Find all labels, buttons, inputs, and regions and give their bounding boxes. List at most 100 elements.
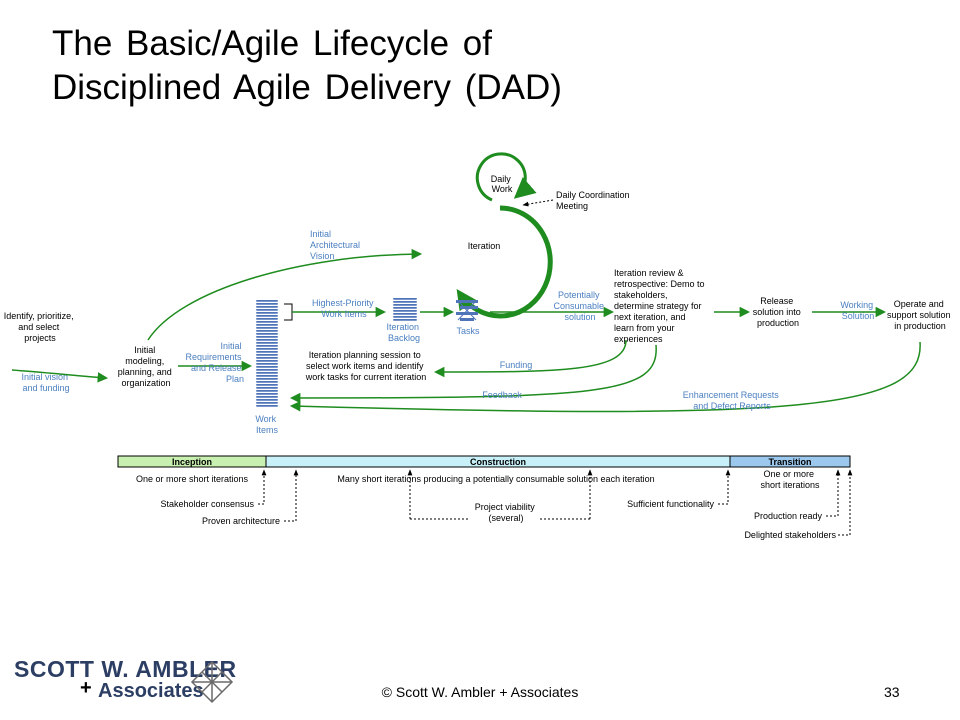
funding-arrow bbox=[433, 339, 627, 378]
phase-bar: Inception Construction Transition bbox=[117, 455, 851, 468]
work-item-bar bbox=[256, 318, 278, 320]
backlog-item-bar bbox=[393, 316, 417, 318]
backlog-item-bar bbox=[393, 313, 417, 315]
iteration-backlog-stack bbox=[393, 298, 417, 321]
delighted-stakeholders-line bbox=[838, 469, 853, 536]
work-item-bar bbox=[256, 381, 278, 383]
vision-funding-arrow bbox=[11, 369, 109, 383]
work-item-bar bbox=[256, 330, 278, 332]
work-item-bar bbox=[256, 405, 278, 407]
release-solution-label: Release solution into production bbox=[753, 296, 804, 328]
work-item-bar bbox=[256, 366, 278, 368]
initial-requirements-label: Initial Requirements and Release Plan bbox=[185, 341, 244, 384]
work-item-bar bbox=[256, 312, 278, 314]
work-item-bar bbox=[256, 321, 278, 323]
work-item-bar bbox=[256, 342, 278, 344]
sufficient-functionality-line bbox=[718, 469, 731, 505]
initial-architectural-vision-label: Initial Architectural Vision bbox=[310, 229, 363, 261]
daily-coordination-arrow bbox=[522, 199, 554, 207]
identify-projects-label: Identify, prioritize, and select project… bbox=[4, 311, 76, 343]
work-item-bar bbox=[256, 351, 278, 353]
work-item-bar bbox=[256, 303, 278, 305]
construction-iterations-label: Many short iterations producing a potent… bbox=[337, 474, 654, 484]
work-item-bar bbox=[256, 387, 278, 389]
potentially-consumable-label: Potentially Consumable solution bbox=[553, 290, 606, 322]
daily-work-loop bbox=[475, 152, 537, 202]
stakeholder-consensus-label: Stakeholder consensus bbox=[160, 499, 254, 509]
work-item-bar bbox=[256, 399, 278, 401]
work-item-bar bbox=[256, 402, 278, 404]
planning-session-label: Iteration planning session to select wor… bbox=[305, 350, 427, 382]
backlog-item-bar bbox=[393, 304, 417, 306]
feedback-arrow bbox=[289, 344, 657, 404]
iteration-loop bbox=[456, 205, 553, 319]
production-ready-line bbox=[826, 469, 841, 517]
transition-label: Transition bbox=[768, 457, 811, 467]
work-item-bar bbox=[256, 339, 278, 341]
work-item-bar bbox=[256, 390, 278, 392]
scott-ambler-logo: SCOTT W. AMBLER + Associates bbox=[14, 656, 237, 708]
backlog-item-bar bbox=[393, 310, 417, 312]
production-ready-label: Production ready bbox=[754, 511, 823, 521]
work-item-bar bbox=[256, 357, 278, 359]
project-viability-label: Project viability (several) bbox=[475, 502, 538, 523]
work-item-bar bbox=[256, 372, 278, 374]
logo-plus: + bbox=[80, 677, 92, 699]
logo-line-2: Associates bbox=[98, 680, 204, 702]
initial-vision-funding-label: Initial vision and funding bbox=[21, 372, 70, 393]
proven-architecture-label: Proven architecture bbox=[202, 516, 280, 526]
work-item-bar bbox=[256, 369, 278, 371]
work-item-bar bbox=[256, 306, 278, 308]
daily-work-label: Daily Work bbox=[491, 174, 514, 194]
feedback-label: Feedback bbox=[482, 390, 522, 400]
working-solution-label: Working Solution bbox=[840, 300, 875, 321]
transition-phase bbox=[729, 455, 851, 468]
work-item-bar bbox=[256, 345, 278, 347]
work-item-bar bbox=[256, 309, 278, 311]
work-item-bar bbox=[256, 324, 278, 326]
backlog-item-bar bbox=[393, 298, 417, 300]
work-item-bar bbox=[256, 384, 278, 386]
work-item-bar bbox=[256, 375, 278, 377]
title-line-2: Disciplined Agile Delivery (DAD) bbox=[52, 68, 562, 107]
backlog-item-bar bbox=[393, 301, 417, 303]
enhancement-arrow bbox=[289, 341, 921, 413]
work-item-bar bbox=[256, 315, 278, 317]
operate-support-label: Operate and support solution in producti… bbox=[887, 299, 953, 331]
funding-label: Funding bbox=[500, 360, 533, 370]
daily-coordination-label: Daily Coordination Meeting bbox=[556, 190, 632, 211]
work-item-bar bbox=[256, 396, 278, 398]
inception-iterations-label: One or more short iterations bbox=[136, 474, 249, 484]
iteration-backlog-label: Iteration Backlog bbox=[386, 322, 421, 343]
tasks-label: Tasks bbox=[456, 326, 480, 336]
highest-priority-bracket bbox=[284, 303, 293, 321]
work-items-stack bbox=[256, 300, 278, 407]
work-items-label: Work Items bbox=[255, 414, 278, 435]
iteration-label: Iteration bbox=[468, 241, 501, 251]
architectural-vision-arrow bbox=[147, 248, 423, 341]
backlog-item-bar bbox=[393, 319, 417, 321]
page-number: 33 bbox=[884, 684, 900, 700]
iteration-review-label: Iteration review & retrospective: Demo t… bbox=[614, 268, 707, 344]
logo-diamond-icon bbox=[190, 660, 234, 704]
work-item-bar bbox=[256, 363, 278, 365]
tasks-icon bbox=[456, 300, 478, 321]
work-item-bar bbox=[256, 393, 278, 395]
work-item-bar bbox=[256, 333, 278, 335]
transition-iterations-label: One or more short iterations bbox=[760, 469, 820, 490]
slide-title: The Basic/Agile Lifecycle of Disciplined… bbox=[52, 22, 562, 110]
work-item-bar bbox=[256, 378, 278, 380]
inception-label: Inception bbox=[172, 457, 212, 467]
logo-line-1: SCOTT W. AMBLER bbox=[14, 656, 237, 682]
highest-priority-label: Highest-Priority Work Items bbox=[312, 298, 376, 319]
delighted-stakeholders-label: Delighted stakeholders bbox=[744, 530, 836, 540]
iteration-cycle: Daily Work Iteration Daily Coordination … bbox=[456, 152, 632, 319]
initial-modeling-label: Initial modeling, planning, and organiza… bbox=[118, 345, 175, 388]
work-item-bar bbox=[256, 354, 278, 356]
sufficient-functionality-label: Sufficient functionality bbox=[627, 499, 714, 509]
work-item-bar bbox=[256, 336, 278, 338]
copyright-text: © Scott W. Ambler + Associates bbox=[381, 684, 579, 700]
construction-label: Construction bbox=[470, 457, 526, 467]
stakeholder-consensus-line bbox=[258, 469, 267, 505]
